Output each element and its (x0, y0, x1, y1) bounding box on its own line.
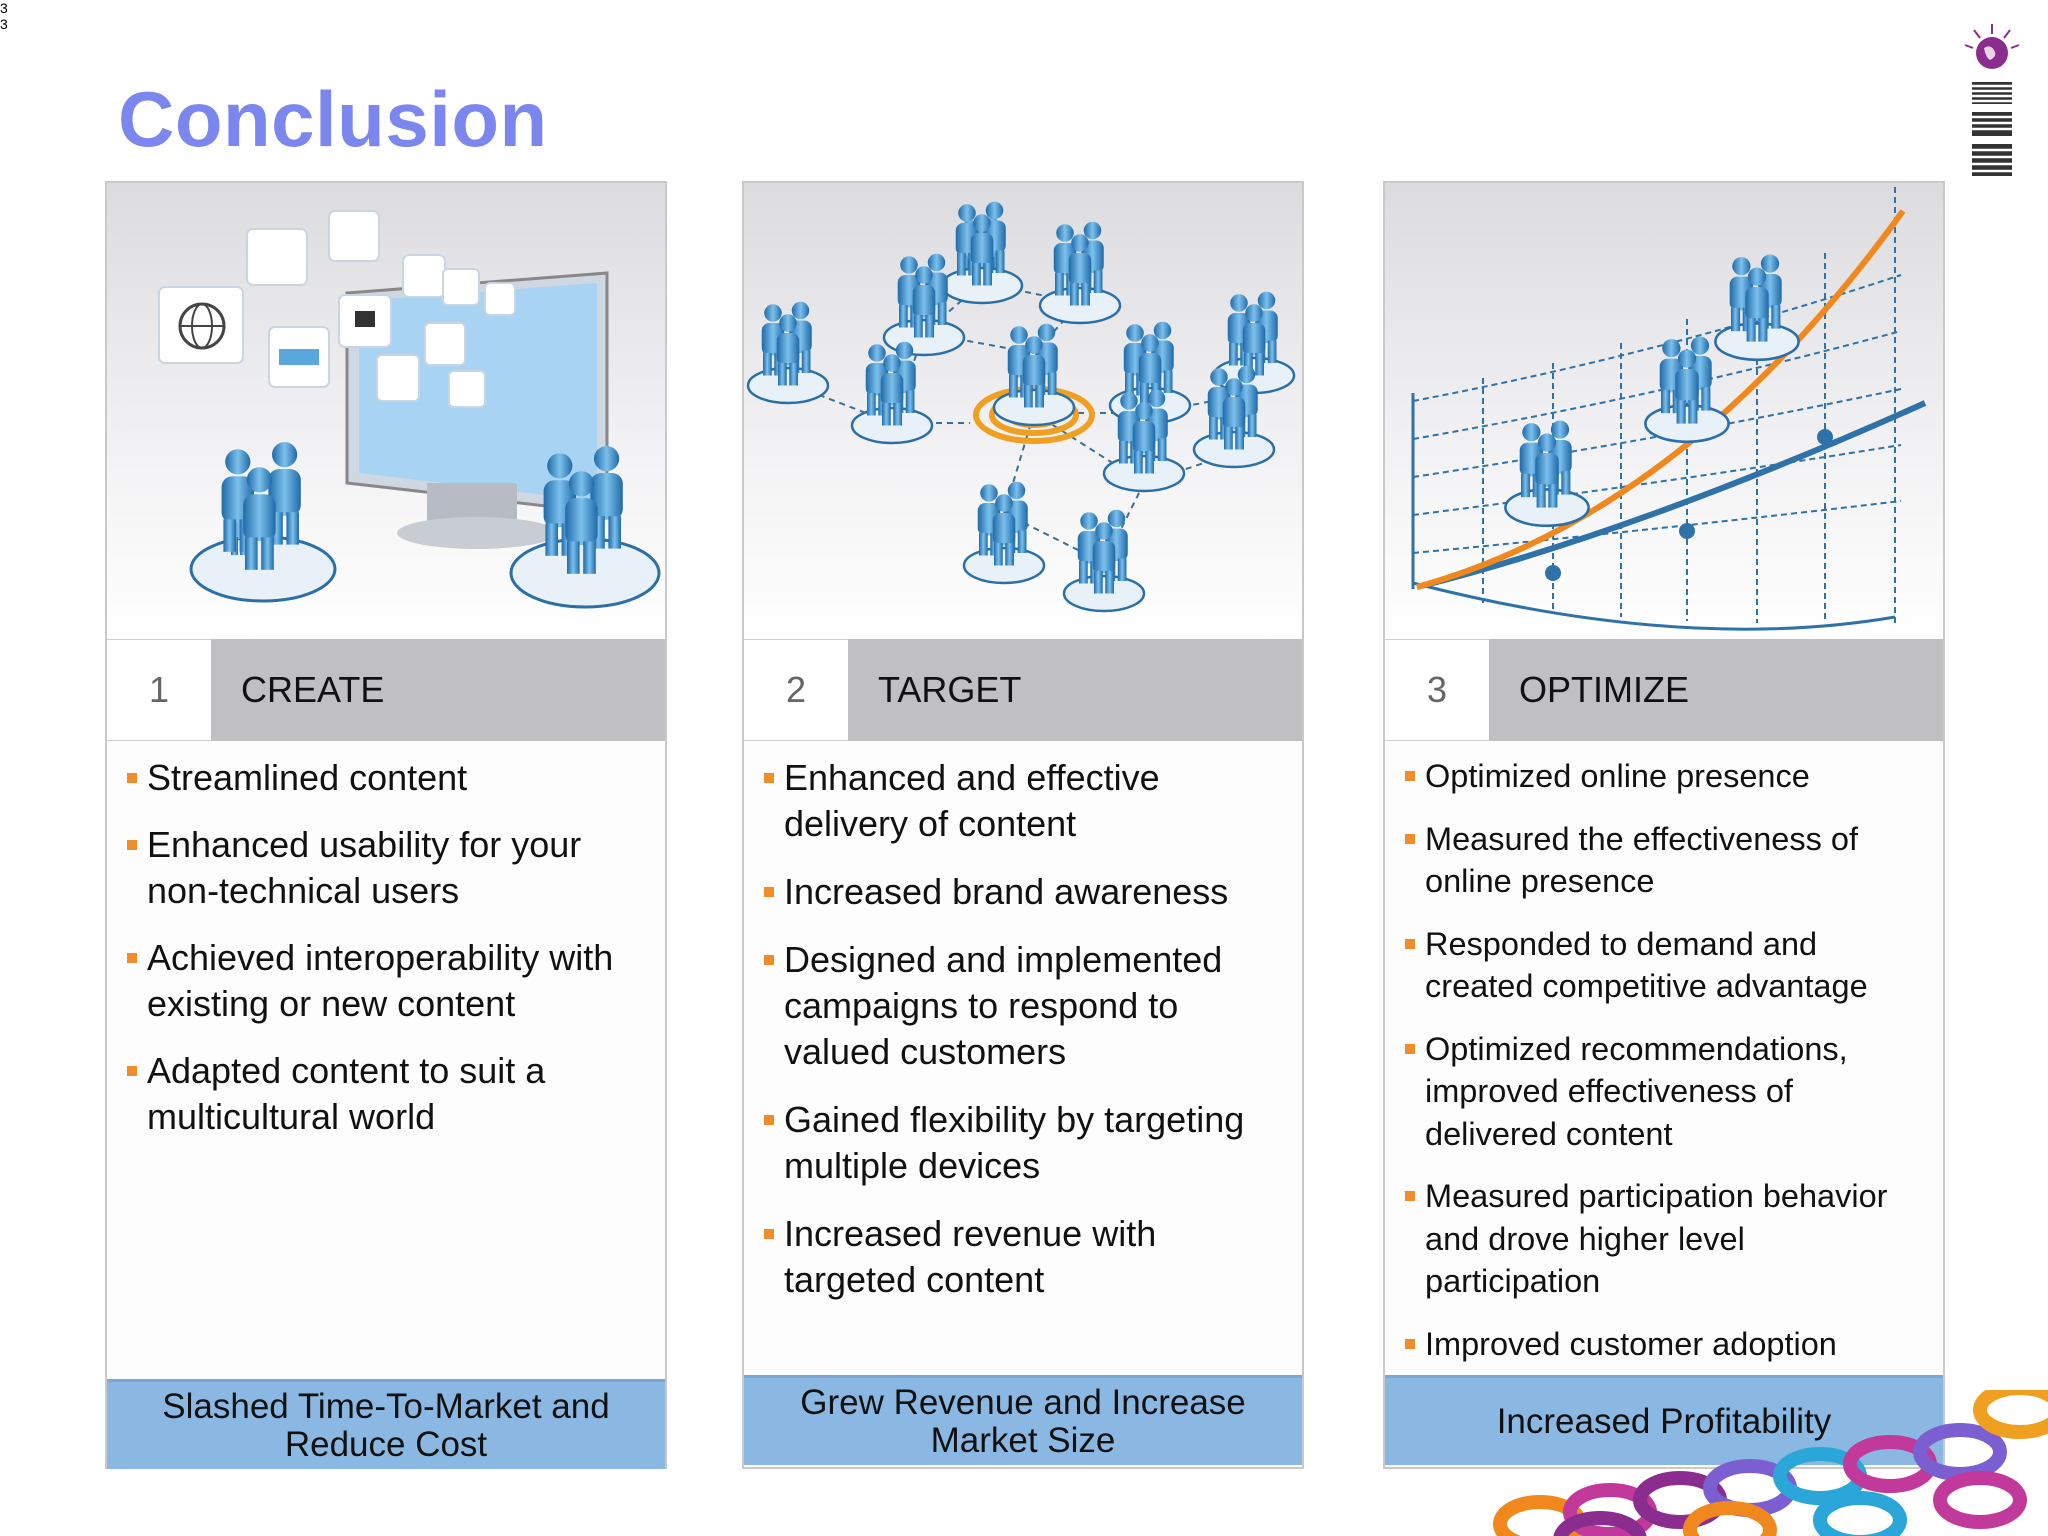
bullet-item: Enhanced and effective delivery of conte… (762, 755, 1272, 847)
bullet-item: Responded to demand and created competit… (1403, 923, 1913, 1008)
ibm-logo (1960, 20, 2024, 190)
panel-create: 1 CREATE Streamlined content Enhanced us… (105, 181, 667, 1469)
page-number: 3 3 (0, 0, 8, 32)
bullet-item: Measured participation behavior and drov… (1403, 1175, 1913, 1303)
bullet-item: Enhanced usability for your non-technica… (125, 822, 635, 914)
create-illustration (107, 183, 665, 639)
bullet-item: Adapted content to suit a multicultural … (125, 1048, 635, 1140)
bullet-item: Measured the effectiveness of online pre… (1403, 818, 1913, 903)
step-label: TARGET (848, 639, 1302, 741)
footer-text: Increased Profitability (1496, 1401, 1832, 1441)
footer-text: Slashed Time-To-Market and Reduce Cost (162, 1386, 610, 1464)
panel-header: 1 CREATE (107, 639, 665, 741)
step-number: 2 (744, 639, 848, 741)
bullet-item: Achieved interoperability with existing … (125, 935, 635, 1027)
bullet-item: Increased revenue with targeted content (762, 1211, 1272, 1303)
bullet-list: Streamlined content Enhanced usability f… (107, 741, 665, 1161)
footer-text: Grew Revenue and Increase Market Size (800, 1382, 1246, 1460)
bullet-item: Gained flexibility by targeting multiple… (762, 1097, 1272, 1189)
step-label: OPTIMIZE (1489, 639, 1943, 741)
panel-footer: Slashed Time-To-Market and Reduce Cost (107, 1379, 665, 1469)
bullet-item: Increased brand awareness (762, 869, 1272, 915)
decorative-chain-graphic (1493, 1390, 2048, 1536)
bullet-list: Optimized online presence Measured the e… (1385, 741, 1943, 1385)
target-illustration (744, 183, 1302, 639)
bullet-list: Enhanced and effective delivery of conte… (744, 741, 1302, 1325)
step-number: 3 (1385, 639, 1489, 741)
panel-header: 2 TARGET (744, 639, 1302, 741)
page-number-line: 3 (0, 16, 8, 32)
step-label: CREATE (211, 639, 665, 741)
bullet-item: Designed and implemented campaigns to re… (762, 937, 1272, 1075)
panel-optimize: 3 OPTIMIZE Optimized online presence Mea… (1383, 181, 1945, 1469)
panel-header: 3 OPTIMIZE (1385, 639, 1943, 741)
bullet-item: Optimized recommendations, improved effe… (1403, 1028, 1913, 1156)
step-number: 1 (107, 639, 211, 741)
panel-footer: Grew Revenue and Increase Market Size (744, 1375, 1302, 1465)
page-title: Conclusion (118, 75, 548, 163)
bullet-item: Optimized online presence (1403, 755, 1913, 798)
bullet-item: Improved customer adoption (1403, 1323, 1913, 1366)
page-number-line: 3 (0, 0, 8, 16)
panel-target: 2 TARGET Enhanced and effective delivery… (742, 181, 1304, 1469)
optimize-illustration (1385, 183, 1943, 639)
bullet-item: Streamlined content (125, 755, 635, 801)
